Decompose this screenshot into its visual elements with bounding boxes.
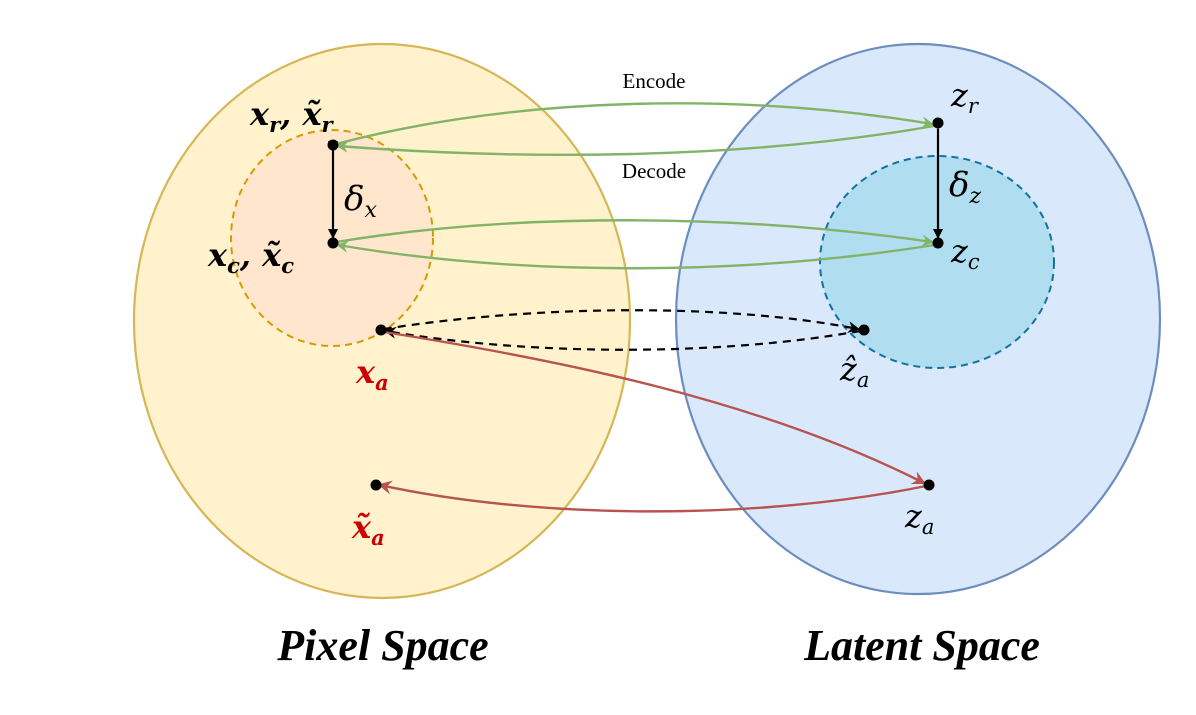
decode-arrow-c	[336, 240, 935, 270]
point-z-c	[932, 237, 944, 249]
encode-label: Encode	[623, 69, 686, 93]
point-z-a	[923, 479, 935, 491]
decode-arrow-r	[336, 124, 935, 156]
point-x-tilde-a	[370, 479, 382, 491]
label-z-hat-a: ẑa	[839, 350, 869, 392]
point-x-r	[327, 139, 339, 151]
adversarial-encode-arrow	[383, 330, 927, 485]
label-delta-z: δz	[949, 165, 981, 209]
label-x-a: xa	[355, 353, 389, 395]
label-z-a: za	[904, 497, 934, 539]
point-x-c	[327, 237, 339, 249]
adversarial-decode-arrow	[377, 480, 927, 513]
label-delta-x: δx	[344, 179, 377, 223]
pixel-space-title: Pixel Space	[276, 621, 488, 670]
encode-arrow-r	[335, 102, 934, 146]
dashed-decode-arrow-a	[384, 326, 861, 351]
encode-arrow-c	[335, 219, 934, 247]
decode-label: Decode	[622, 159, 686, 183]
dashed-encode-arrow-a	[383, 309, 860, 333]
label-x-tilde-a: x̃a	[351, 508, 385, 550]
latent-neighborhood-region	[819, 155, 1055, 369]
label-x-c: xc, x̃c	[207, 236, 294, 278]
label-z-c: zc	[950, 232, 980, 274]
label-z-r: zr	[950, 76, 980, 118]
point-x-a	[375, 324, 387, 336]
point-z-hat-a	[858, 324, 870, 336]
latent-space-title: Latent Space	[803, 621, 1040, 670]
label-x-r: xr, x̃r	[249, 95, 335, 137]
point-z-r	[932, 117, 944, 129]
